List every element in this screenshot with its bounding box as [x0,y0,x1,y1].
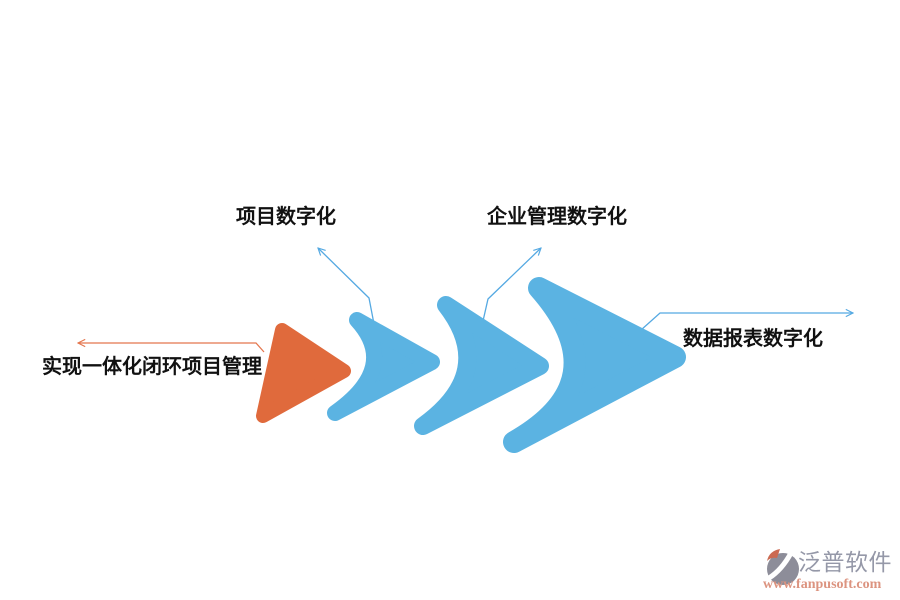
label-step4: 数据报表数字化 [683,328,823,350]
connector-line-step2 [318,248,375,325]
chevron-step4-blue [503,277,686,453]
connector-line-step1 [78,343,265,353]
connector-line-step3 [482,248,541,322]
watermark-brand: 泛普软件 [798,549,892,575]
label-step1: 实现一体化闭环项目管理 [42,356,262,378]
chevron-step2-blue [327,312,440,421]
fanpu-logo-icon [766,549,799,585]
connector-line-step4 [640,313,853,331]
chevron-step3-blue [414,296,549,435]
label-step2: 项目数字化 [236,206,336,228]
logo-accent-wedge [767,549,780,561]
label-step3: 企业管理数字化 [487,206,627,228]
logo-swoosh [766,550,794,581]
watermark-url: www.fanpusoft.com [763,577,882,592]
chevron-step1-orange [256,323,351,423]
